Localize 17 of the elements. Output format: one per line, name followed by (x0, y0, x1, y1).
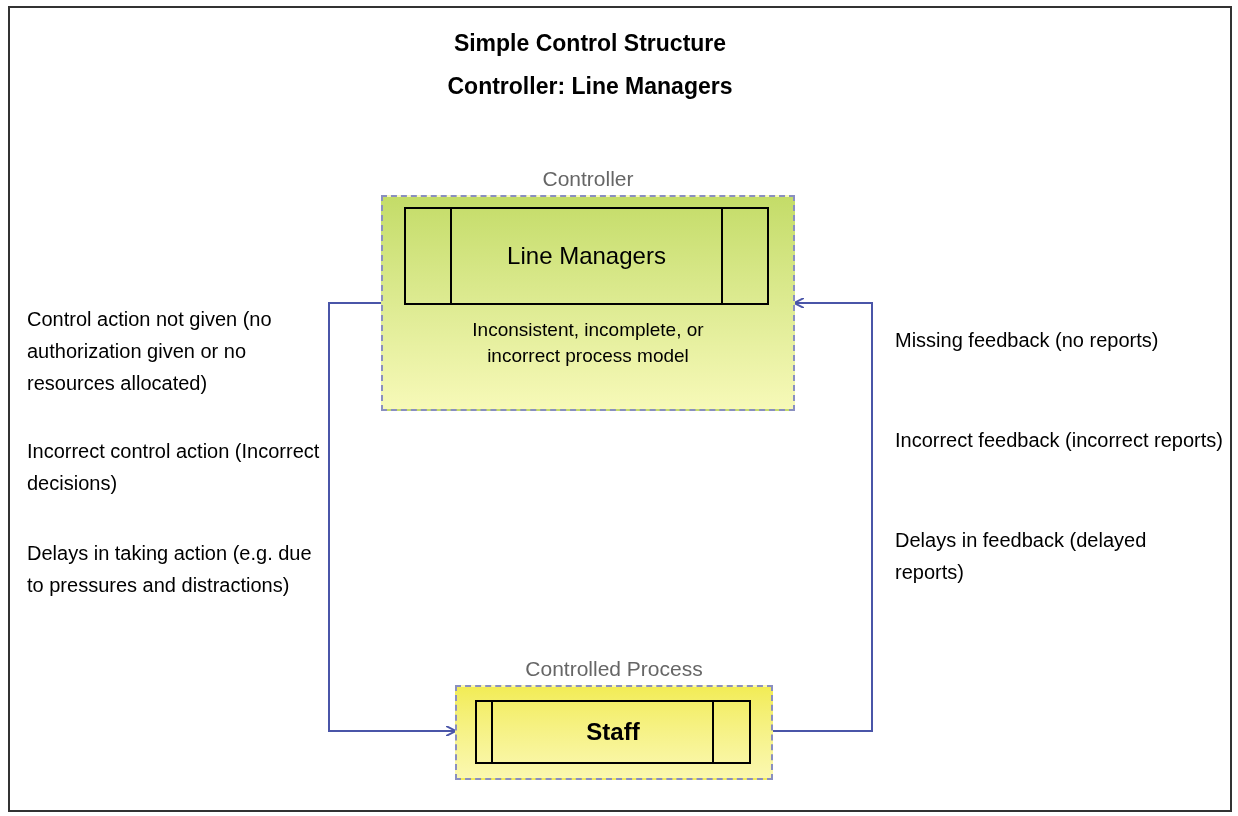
annotation-text: Delays in feedback (delayed reports) (895, 528, 1148, 585)
node-label: Staff (586, 717, 640, 747)
connector-arrow (328, 302, 457, 737)
annotation-text: Incorrect control action (Incorrect decisions) (27, 439, 321, 496)
node-description: Inconsistent, incomplete, or incorrect process model (471, 318, 705, 368)
connector-arrow (772, 297, 873, 732)
annotation-text: Delays in taking action (e.g. due to pressures and distractions) (27, 541, 313, 598)
annotation-text: Incorrect feedback (incorrect reports) (895, 428, 1224, 453)
diagram-title: Simple Control Structure (452, 29, 728, 58)
node-label: Line Managers (507, 241, 666, 271)
group-heading: Controlled Process (524, 656, 704, 682)
annotation-text: Missing feedback (no reports) (895, 328, 1160, 353)
process-box (475, 700, 751, 764)
annotation-text: Control action not given (no authorization given or no resources allocated) (27, 307, 273, 396)
diagram-subtitle: Controller: Line Managers (446, 72, 734, 101)
process-box (404, 207, 769, 305)
group-heading: Controller (541, 166, 635, 192)
